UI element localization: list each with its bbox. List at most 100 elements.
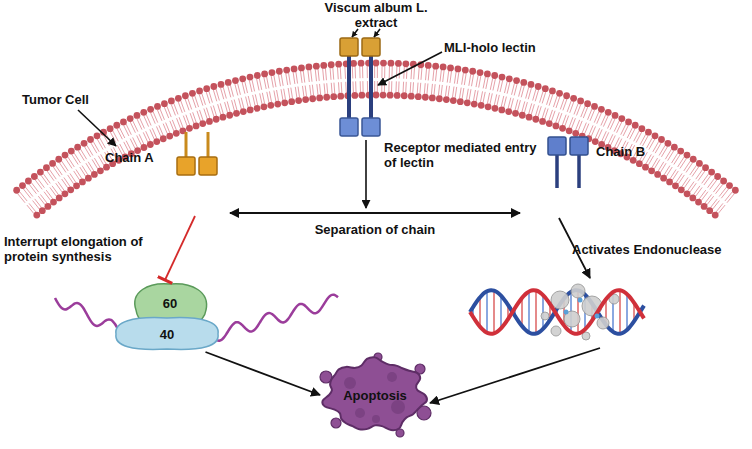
lipid-tail bbox=[98, 156, 104, 166]
lipid-head bbox=[305, 64, 312, 71]
mrna-wave bbox=[55, 298, 125, 340]
lipid-tail bbox=[515, 99, 518, 110]
lipid-head bbox=[247, 74, 254, 81]
lipid-tail bbox=[627, 127, 632, 138]
lipid-head bbox=[74, 144, 81, 151]
lipid-tail bbox=[80, 167, 86, 176]
lipid-tail bbox=[167, 106, 171, 117]
lipid-head bbox=[233, 110, 240, 117]
lipid-tail bbox=[427, 83, 428, 94]
lipid-head bbox=[708, 169, 715, 176]
lipid-head bbox=[642, 164, 649, 171]
lipid-tail bbox=[88, 162, 94, 171]
lipid-tail bbox=[259, 78, 261, 90]
lipid-tail bbox=[44, 192, 51, 201]
lipid-head bbox=[660, 175, 667, 182]
lipid-head bbox=[189, 90, 196, 97]
lipid-tail bbox=[362, 66, 363, 78]
lipid-head bbox=[182, 92, 189, 99]
lipid-tail bbox=[59, 162, 66, 172]
lipid-tail bbox=[696, 187, 702, 196]
lipid-head bbox=[462, 67, 469, 74]
base-pair bbox=[619, 290, 621, 334]
lipid-head bbox=[33, 212, 40, 219]
lipid-tail bbox=[269, 91, 271, 102]
base-pair bbox=[493, 290, 495, 333]
lipid-tail bbox=[152, 128, 156, 138]
lipid-tail bbox=[68, 175, 74, 184]
lipid-tail bbox=[604, 132, 609, 142]
lipid-tail bbox=[434, 84, 435, 95]
lipid-head bbox=[658, 136, 665, 143]
lipid-head bbox=[701, 203, 708, 210]
lipid-head bbox=[330, 93, 337, 100]
lipid-tail bbox=[623, 125, 628, 136]
lipid-head bbox=[505, 108, 512, 115]
lipid-tail bbox=[450, 71, 452, 83]
lipid-head bbox=[37, 169, 44, 176]
lipid-tail bbox=[614, 121, 619, 132]
lipid-tail bbox=[277, 90, 279, 101]
lipid-tail bbox=[200, 110, 204, 120]
lipid-tail bbox=[649, 139, 655, 149]
lipid-tail bbox=[289, 73, 291, 85]
lipid-tail bbox=[664, 166, 670, 175]
lipid-tail bbox=[578, 121, 582, 131]
lipid-tail bbox=[528, 88, 531, 100]
lipid-tail bbox=[242, 82, 245, 94]
lipid-head bbox=[577, 98, 584, 105]
lipid-head bbox=[203, 85, 210, 92]
lipid-tail bbox=[332, 68, 334, 80]
lipid-head bbox=[113, 122, 120, 129]
lipid-head bbox=[464, 99, 471, 106]
lipid-tail bbox=[330, 68, 332, 80]
lipid-tail bbox=[684, 179, 690, 188]
lipid-tail bbox=[440, 70, 441, 82]
lipid-tail bbox=[531, 104, 534, 115]
lipid-head bbox=[281, 99, 288, 106]
lipid-tail bbox=[396, 66, 397, 78]
lipid-head bbox=[323, 94, 330, 101]
lipid-tail bbox=[239, 98, 242, 109]
cell-label: Tumor Cell bbox=[22, 92, 89, 107]
lipid-tail bbox=[418, 68, 420, 80]
lipid-tail bbox=[252, 80, 255, 92]
lipid-head bbox=[429, 95, 436, 102]
apoptotic-body bbox=[387, 372, 397, 382]
lipid-head bbox=[732, 187, 739, 194]
lipid-tail bbox=[473, 90, 475, 101]
lipid-tail bbox=[166, 123, 170, 133]
lipid-head bbox=[684, 190, 691, 197]
lipid-tail bbox=[692, 167, 699, 177]
lipid-tail bbox=[398, 81, 399, 92]
endonuclease-particle bbox=[571, 284, 585, 298]
lipid-head bbox=[107, 125, 114, 132]
lipid-tail bbox=[225, 102, 228, 113]
node-label: Activates Endonuclease bbox=[572, 242, 722, 257]
lipid-tail bbox=[331, 83, 333, 94]
lectin-stem bbox=[347, 52, 351, 120]
lipid-head bbox=[471, 101, 478, 108]
lipid-tail bbox=[126, 124, 131, 135]
chain-b-domain bbox=[340, 118, 358, 136]
endonuclease-particle bbox=[541, 312, 549, 320]
lipid-head bbox=[213, 116, 220, 123]
lipid-tail bbox=[355, 81, 356, 92]
lipid-tail bbox=[284, 89, 286, 100]
lipid-head bbox=[498, 106, 505, 113]
lipid-tail bbox=[333, 83, 335, 94]
lipid-head bbox=[447, 64, 454, 71]
lipid-tail bbox=[597, 113, 602, 124]
lipid-tail bbox=[542, 92, 546, 103]
node-label: 40 bbox=[112, 327, 222, 342]
cell-membrane bbox=[13, 60, 738, 219]
lipid-head bbox=[269, 69, 276, 76]
chain-a-symbol bbox=[177, 132, 217, 175]
lipid-tail bbox=[563, 99, 567, 110]
lipid-tail bbox=[281, 74, 283, 86]
inhibition-line bbox=[165, 216, 195, 280]
lipid-head bbox=[120, 118, 127, 125]
lipid-tail bbox=[344, 67, 346, 79]
lipid-head bbox=[320, 62, 327, 69]
